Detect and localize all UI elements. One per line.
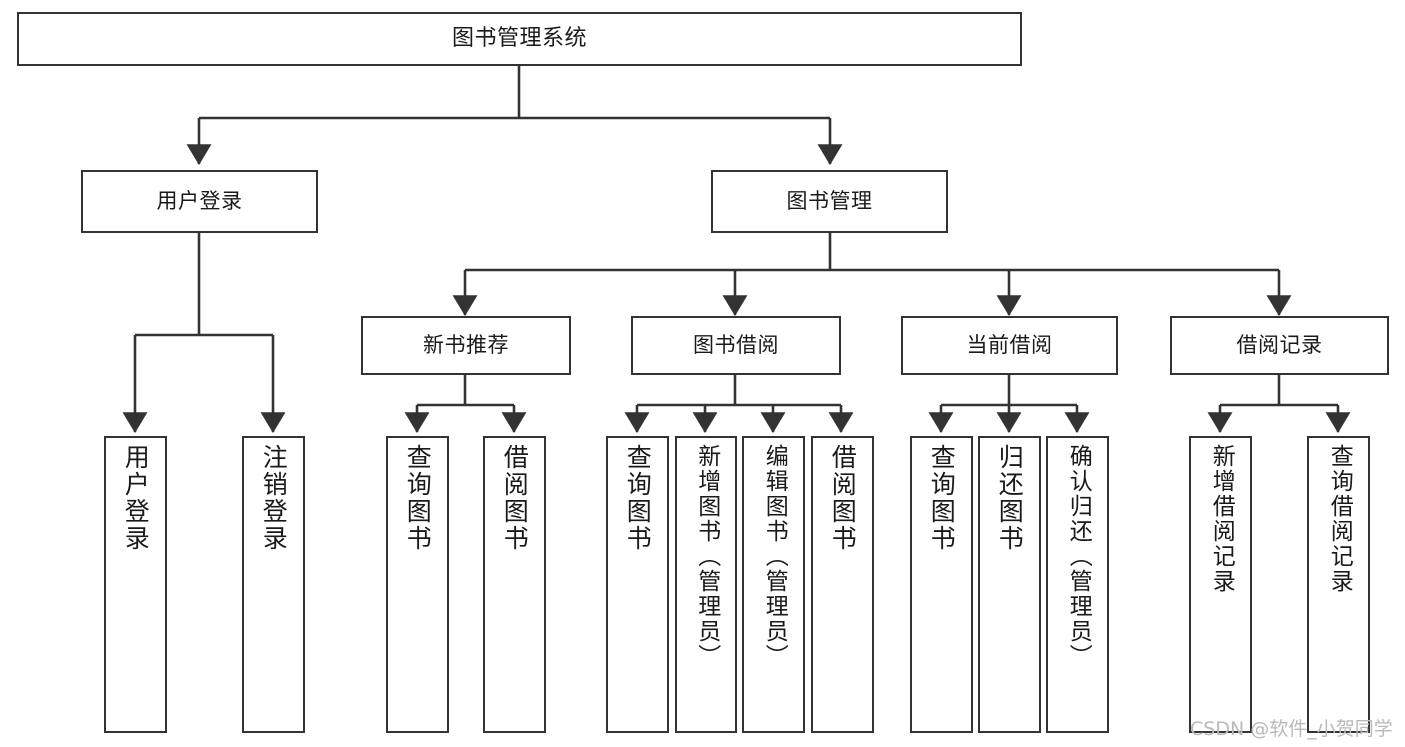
- node-label: 新增图书（管理员）: [693, 444, 720, 669]
- node-current-borrow[interactable]: 当前借阅: [901, 316, 1118, 375]
- node-label: 用户登录: [121, 444, 151, 552]
- watermark-text: CSDN @软件_小贺同学: [1190, 718, 1393, 740]
- node-root-book-management-system[interactable]: 图书管理系统: [17, 12, 1022, 66]
- node-label: 图书管理系统: [451, 26, 587, 52]
- node-book-management[interactable]: 图书管理: [711, 170, 948, 233]
- node-label: 确认归还（管理员）: [1065, 444, 1092, 669]
- node-borrow-record[interactable]: 借阅记录: [1170, 316, 1389, 375]
- node-leaf-query-book-recommendation[interactable]: 查询图书: [386, 436, 449, 733]
- node-label: 用户登录: [156, 189, 243, 214]
- node-label: 编辑图书（管理员）: [761, 444, 788, 669]
- node-label: 图书借阅: [693, 333, 779, 358]
- node-leaf-logout-login[interactable]: 注销登录: [242, 436, 305, 733]
- node-label: 新书推荐: [423, 333, 509, 358]
- node-label: 图书管理: [786, 189, 873, 214]
- node-label: 当前借阅: [966, 333, 1053, 358]
- node-label: 查询图书: [623, 444, 653, 552]
- node-leaf-edit-book-admin[interactable]: 编辑图书（管理员）: [742, 436, 805, 733]
- node-leaf-return-book[interactable]: 归还图书: [978, 436, 1041, 733]
- node-leaf-confirm-return-admin[interactable]: 确认归还（管理员）: [1046, 436, 1109, 733]
- node-label: 查询图书: [403, 444, 433, 552]
- node-new-book-recommendation[interactable]: 新书推荐: [361, 316, 571, 375]
- node-label: 借阅图书: [500, 444, 530, 552]
- node-label: 注销登录: [259, 444, 289, 552]
- node-book-borrow[interactable]: 图书借阅: [631, 316, 841, 375]
- node-label: 借阅图书: [828, 444, 858, 552]
- node-label: 查询借阅记录: [1326, 444, 1353, 594]
- node-user-login[interactable]: 用户登录: [81, 170, 318, 233]
- node-leaf-borrow-book[interactable]: 借阅图书: [811, 436, 874, 733]
- node-label: 归还图书: [995, 444, 1025, 552]
- node-leaf-query-book-current[interactable]: 查询图书: [910, 436, 973, 733]
- node-leaf-user-login[interactable]: 用户登录: [104, 436, 167, 733]
- node-leaf-query-borrow-record[interactable]: 查询借阅记录: [1307, 436, 1370, 733]
- node-label: 新增借阅记录: [1208, 444, 1235, 594]
- node-leaf-add-book-admin[interactable]: 新增图书（管理员）: [675, 436, 737, 733]
- node-leaf-query-book-borrow[interactable]: 查询图书: [606, 436, 669, 733]
- node-leaf-add-borrow-record[interactable]: 新增借阅记录: [1189, 436, 1252, 733]
- node-leaf-borrow-book-recommendation[interactable]: 借阅图书: [483, 436, 546, 733]
- node-label: 借阅记录: [1236, 333, 1323, 358]
- node-label: 查询图书: [927, 444, 957, 552]
